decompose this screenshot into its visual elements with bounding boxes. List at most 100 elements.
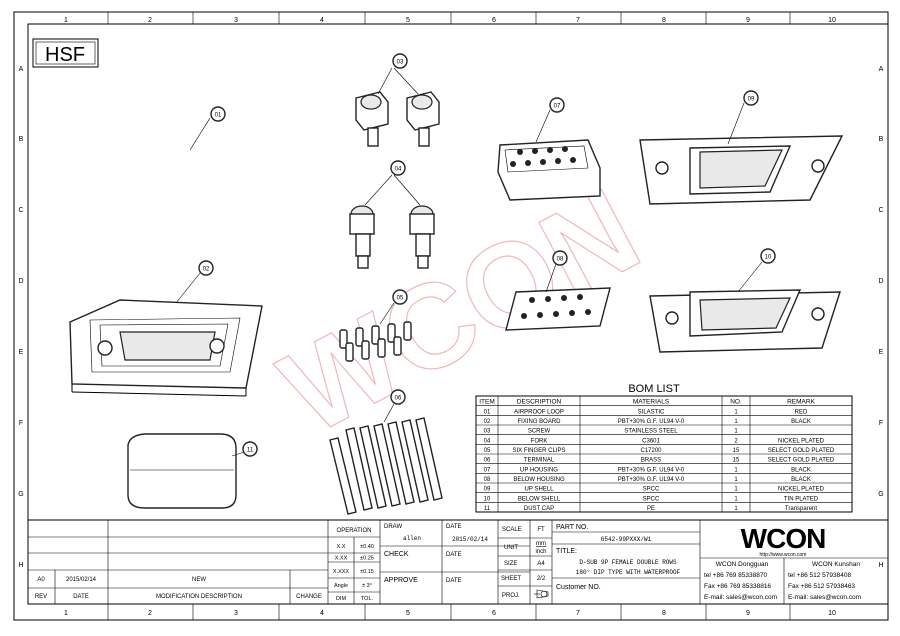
bom-header-cell: MATERIALS <box>633 399 670 406</box>
bom-material: PBT+30% G.F. UL94 V-0 <box>618 467 685 473</box>
part-05-finger-clips <box>339 321 412 362</box>
scale-value: FT <box>537 527 545 533</box>
bom-header-cell: ITEM <box>479 399 495 406</box>
drawing-text: TOL. <box>361 596 374 602</box>
row-markers: A B C D E F G H A B C D E F G H <box>18 66 883 569</box>
hsf-label: HSF <box>45 44 85 66</box>
col-label: 5 <box>406 610 410 617</box>
part-no-label: PART NO. <box>556 524 588 531</box>
balloon-03 <box>392 53 408 69</box>
bom-description: DUST CAP <box>524 506 554 512</box>
bom-remark: BLACK <box>791 477 811 483</box>
drawing-text: 06 <box>395 396 402 402</box>
row-label: G <box>18 491 23 498</box>
col-label: 10 <box>828 610 836 617</box>
bom-description: FIXING BOARD <box>517 419 561 425</box>
rev-header-rev: REV <box>35 594 47 600</box>
row-label: D <box>18 278 23 285</box>
balloon-04 <box>390 160 406 176</box>
unit-mm: mm <box>536 541 546 547</box>
col-label: 1 <box>64 17 68 24</box>
bom-item: 06 <box>484 458 491 464</box>
date-label: DATE <box>446 524 462 530</box>
bom-description: BELOW SHELL <box>518 496 561 502</box>
operation-label: OPERATION <box>337 528 372 534</box>
row-label: D <box>878 278 883 285</box>
bom-qty: 1 <box>734 429 738 435</box>
bom-description: AIRPROOF LOOP <box>514 409 564 415</box>
title-label: TITLE: <box>556 548 577 555</box>
col-label: 4 <box>320 610 324 617</box>
scale-label: SCALE <box>502 527 522 533</box>
drawing-text: 05 <box>397 296 404 302</box>
bom-qty: 1 <box>734 419 738 425</box>
draw-date: 2015/02/14 <box>452 536 488 543</box>
bom-item: 04 <box>484 438 491 444</box>
drawing-text: 08 <box>557 257 564 263</box>
rev-header-desc: MODIFICATION DESCRIPTION <box>156 594 242 600</box>
check-label: CHECK <box>384 551 409 558</box>
row-label: B <box>879 136 884 143</box>
projection-symbol <box>534 589 549 599</box>
drawing-text: Angle <box>334 583 348 589</box>
drawing-text: 03 <box>397 60 404 66</box>
drawing-text: 01 <box>215 113 222 119</box>
bom-remark: NICKEL PLATED <box>778 487 825 493</box>
col-label: 3 <box>234 610 238 617</box>
drawing-text: DIM <box>336 596 347 602</box>
bom-item: 03 <box>484 429 491 435</box>
size-label: SIZE <box>504 561 517 567</box>
bom-remark: NICKEL PLATED <box>778 438 825 444</box>
bom-item: 11 <box>484 506 491 512</box>
drawing-text: ± 3° <box>362 583 372 589</box>
row-label: G <box>878 491 883 498</box>
drawing-text: ±0.25 <box>360 556 374 562</box>
bom-item: 08 <box>484 477 491 483</box>
office-kunshan: WCON Kunshan <box>812 561 860 568</box>
bom-remark: BLACK <box>791 419 811 425</box>
bom-qty: 2 <box>734 438 738 444</box>
rev-header-date: DATE <box>73 594 89 600</box>
unit-inch: inch <box>535 549 546 555</box>
bom-material: SPCC <box>643 487 660 493</box>
bom-description: TERMINAL <box>524 458 555 464</box>
rev-row-desc: NEW <box>192 577 206 583</box>
bom-material: C17200 <box>640 448 662 454</box>
col-label: 10 <box>828 17 836 24</box>
bom-remark: RED <box>795 409 808 415</box>
drawing-text: X.X <box>337 544 346 550</box>
date-label: DATE <box>446 552 462 558</box>
col-label: 7 <box>576 17 580 24</box>
bom-material: PE <box>647 506 655 512</box>
col-label: 5 <box>406 17 410 24</box>
row-label: C <box>18 207 23 214</box>
bom-material: BRASS <box>641 458 661 464</box>
bom-remark: Transparent <box>785 506 817 512</box>
size-value: A4 <box>537 561 545 567</box>
balloon-09 <box>743 90 759 106</box>
col-label: 7 <box>576 610 580 617</box>
col-label: 8 <box>662 610 666 617</box>
drawing-text: ±0.40 <box>360 544 374 550</box>
col-label: 9 <box>746 17 750 24</box>
row-label: E <box>879 349 884 356</box>
bom-qty: 1 <box>734 477 738 483</box>
part-no-value: 6542-99PXXX/W1 <box>601 536 652 543</box>
balloon-01 <box>210 106 226 122</box>
row-label: H <box>18 562 23 569</box>
col-label: 2 <box>148 610 152 617</box>
bom-qty: 1 <box>734 506 738 512</box>
col-label: 2 <box>148 17 152 24</box>
bom-item: 02 <box>484 419 491 425</box>
part-06-terminals <box>329 417 443 515</box>
customer-label: Customer NO. <box>556 584 601 591</box>
row-label: B <box>19 136 24 143</box>
office-dongguan: WCON Dongguan <box>716 561 769 568</box>
tel-kunshan: tel +86 512 57938408 <box>788 572 851 579</box>
bom-qty: 1 <box>734 467 738 473</box>
balloon-02 <box>198 260 214 276</box>
part-11-dust-cap <box>127 433 237 509</box>
part-01-airproof-loop <box>94 148 284 224</box>
